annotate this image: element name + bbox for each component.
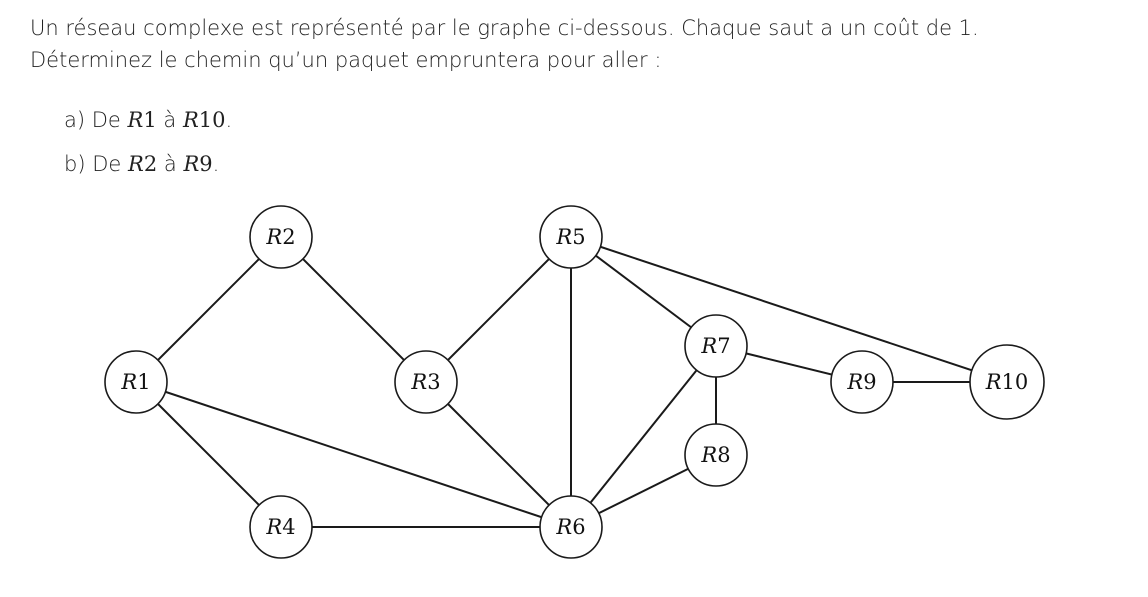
node-r1: R1 — [104, 350, 168, 414]
destination-number: 9 — [199, 152, 213, 176]
question-connector: à — [163, 108, 177, 132]
node-r5: R5 — [539, 205, 603, 269]
edge-r1-r6 — [135, 381, 572, 528]
source-letter: R — [127, 108, 144, 132]
node-label: R4 — [265, 515, 295, 539]
node-r10: R10 — [969, 344, 1045, 420]
question-marker: b) — [64, 152, 86, 176]
node-r6: R6 — [539, 495, 603, 559]
node-circle — [539, 495, 603, 559]
node-label: R5 — [555, 225, 585, 249]
node-circle — [969, 344, 1045, 420]
edge-r1-r4 — [135, 381, 282, 528]
statement-line-2: Déterminez le chemin qu’un paquet emprun… — [30, 48, 662, 72]
question-source: R2 — [128, 152, 157, 176]
node-circle — [830, 350, 894, 414]
node-r2: R2 — [249, 205, 313, 269]
question-destination: R9 — [183, 152, 212, 176]
edge-r2-r3 — [280, 236, 427, 383]
node-label: R10 — [985, 370, 1029, 394]
node-circle — [104, 350, 168, 414]
node-circle — [539, 205, 603, 269]
node-r9: R9 — [830, 350, 894, 414]
node-circle — [249, 495, 313, 559]
node-label: R2 — [265, 225, 295, 249]
node-label: R9 — [846, 370, 876, 394]
edge-r3-r6 — [425, 381, 572, 528]
edge-r1-r2 — [135, 236, 282, 383]
question-suffix: . — [225, 108, 233, 132]
destination-letter: R — [183, 152, 200, 176]
node-r4: R4 — [249, 495, 313, 559]
problem-statement: Un réseau complexe est représenté par le… — [30, 12, 1140, 76]
source-number: 2 — [143, 152, 158, 176]
question-marker: a) — [64, 108, 86, 132]
node-circle — [394, 350, 458, 414]
node-circle — [249, 205, 313, 269]
question-suffix: . — [212, 152, 220, 176]
node-label: R7 — [700, 334, 730, 358]
destination-letter: R — [182, 108, 199, 132]
node-r8: R8 — [684, 423, 748, 487]
question-prefix: De — [91, 108, 121, 132]
source-number: 1 — [143, 108, 157, 132]
question-list: a) De R1 à R10. b) De R2 à R9. — [64, 98, 232, 186]
source-letter: R — [128, 152, 144, 176]
question-a: a) De R1 à R10. — [64, 98, 232, 142]
question-b: b) De R2 à R9. — [64, 142, 232, 186]
node-circle — [684, 314, 748, 378]
destination-number: 10 — [198, 108, 226, 132]
node-r7: R7 — [684, 314, 748, 378]
node-label: R1 — [120, 370, 150, 394]
edge-r3-r5 — [425, 236, 572, 383]
question-prefix: De — [92, 152, 122, 176]
node-r3: R3 — [394, 350, 458, 414]
question-connector: à — [163, 152, 177, 176]
node-label: R3 — [410, 370, 440, 394]
node-label: R6 — [555, 515, 585, 539]
node-circle — [684, 423, 748, 487]
statement-line-1: Un réseau complexe est représenté par le… — [30, 16, 979, 40]
edge-r5-r10 — [570, 236, 1008, 383]
question-source: R1 — [128, 108, 157, 132]
edge-r7-r6 — [570, 345, 717, 528]
question-destination: R10 — [183, 108, 226, 132]
node-label: R8 — [700, 443, 730, 467]
